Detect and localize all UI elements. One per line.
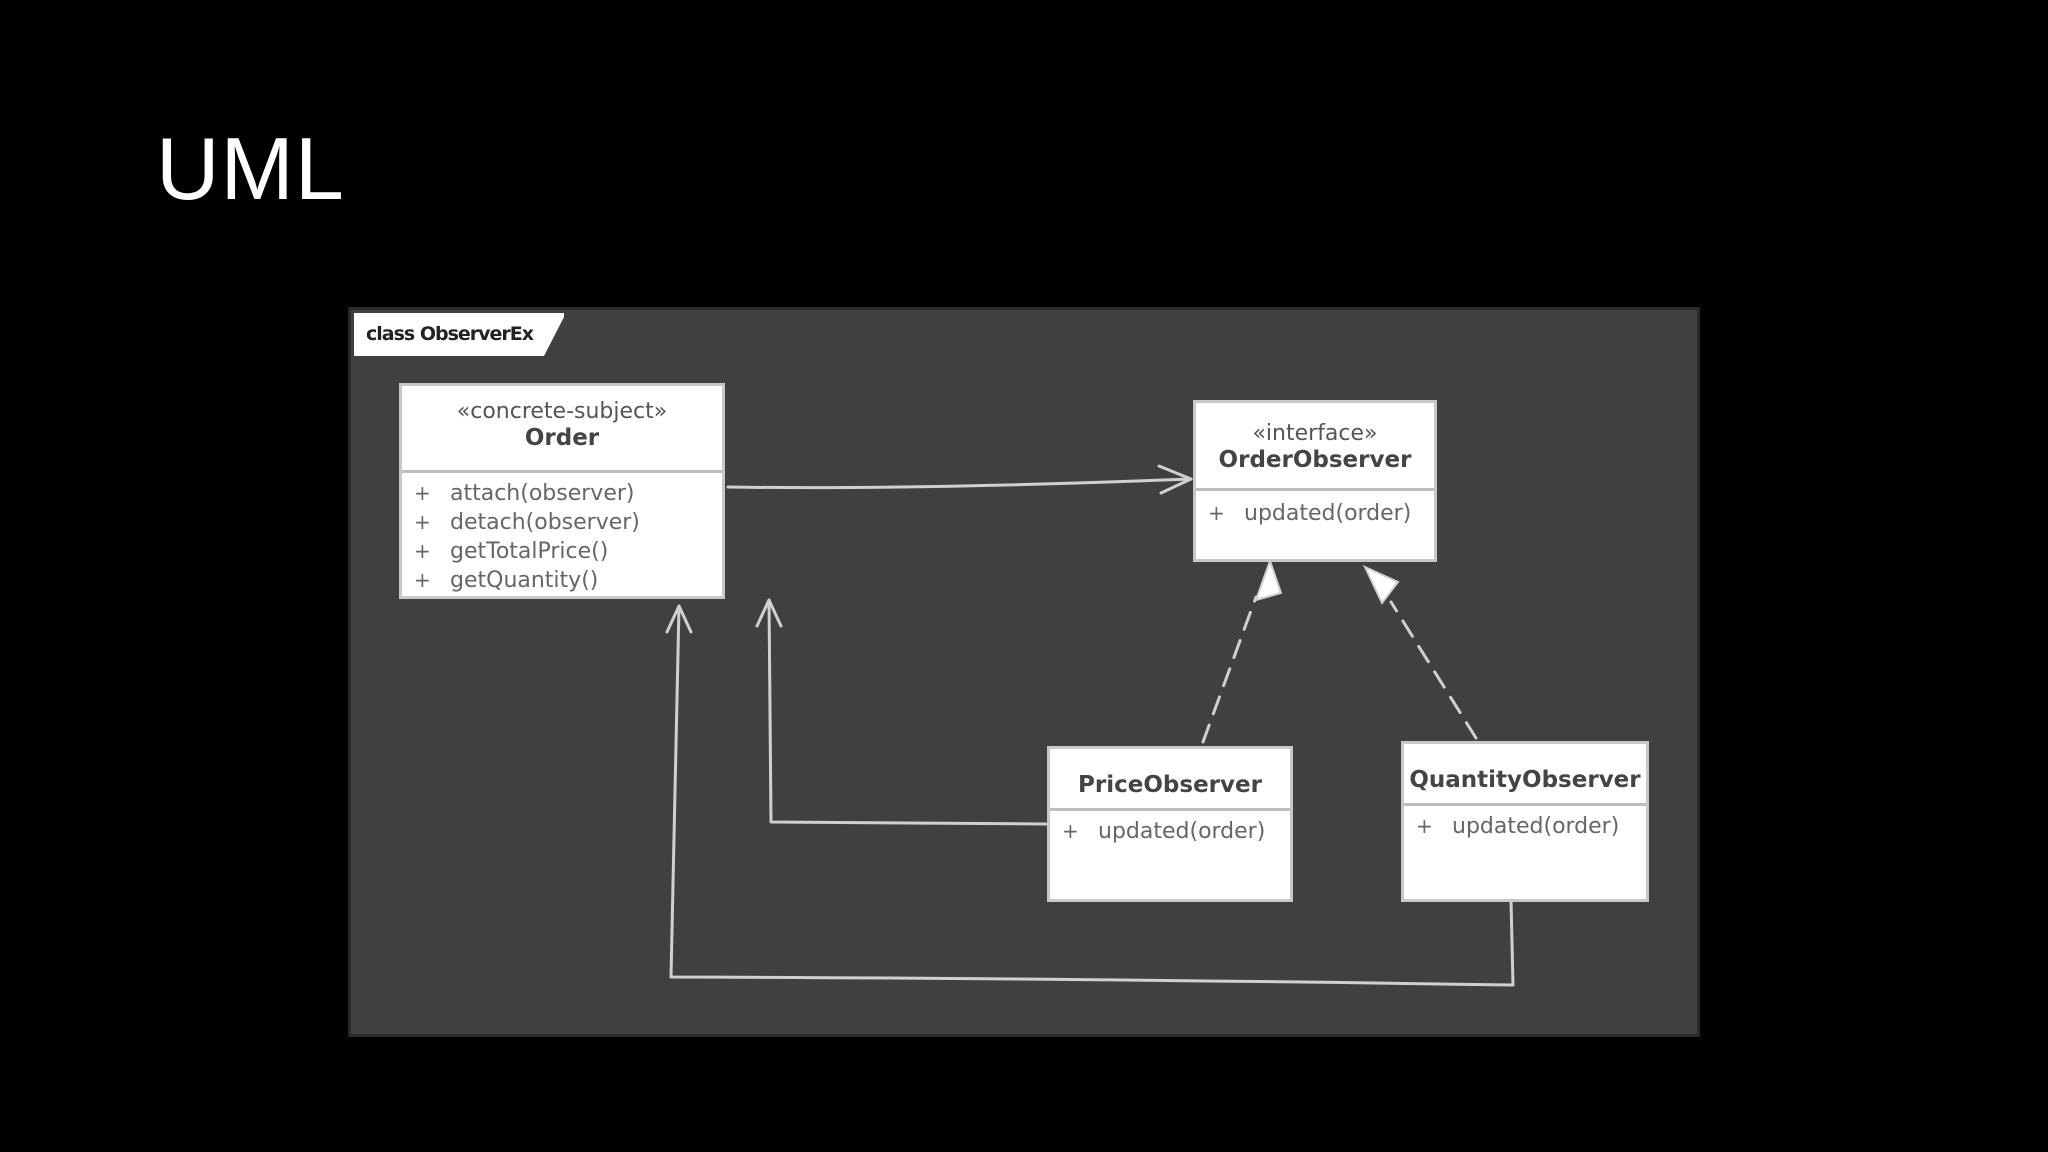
- operation: +detach(observer): [414, 510, 640, 535]
- class-orderobserver-stereotype: «interface»: [1252, 421, 1378, 446]
- class-orderobserver[interactable]: «interface» OrderObserver +updated(order…: [1193, 400, 1437, 562]
- arrowhead-orderobserver: [1157, 464, 1193, 495]
- association-quantityobserver-to-order: [669, 604, 1515, 987]
- realization-priceobserver-to-orderobserver: [1201, 595, 1258, 744]
- class-priceobserver[interactable]: PriceObserver +updated(order): [1047, 746, 1293, 902]
- class-order-name: Order: [524, 425, 600, 451]
- operation: +getTotalPrice(): [414, 539, 609, 564]
- association-priceobserver-to-order: [767, 598, 1048, 826]
- class-quantityobserver[interactable]: QuantityObserver +updated(order): [1401, 741, 1649, 902]
- operation: +updated(order): [1416, 814, 1620, 839]
- realization-quantityobserver-to-orderobserver: [1389, 600, 1478, 740]
- class-order-stereotype: «concrete-subject»: [456, 399, 668, 424]
- frame-tab-shape: [354, 313, 564, 356]
- realization-triangle-quantity: [1362, 564, 1400, 605]
- operation: +attach(observer): [414, 481, 635, 506]
- class-orderobserver-name: OrderObserver: [1218, 447, 1412, 473]
- class-priceobserver-name: PriceObserver: [1078, 772, 1262, 798]
- uml-class-diagram: class ObserverEx «concrete-subject» Orde…: [348, 307, 1700, 1037]
- class-quantityobserver-operations: +updated(order): [1404, 806, 1646, 843]
- operation: +updated(order): [1062, 819, 1266, 844]
- operation: +getQuantity(): [414, 568, 599, 593]
- connector-layer: [665, 464, 1515, 987]
- arrowhead-order-left: [665, 604, 693, 634]
- class-order[interactable]: «concrete-subject» Order +attach(observe…: [399, 383, 725, 599]
- diagram-frame-tab: class ObserverEx: [354, 313, 564, 356]
- class-order-header: «concrete-subject» Order: [402, 386, 722, 473]
- realization-triangle-price: [1254, 557, 1283, 602]
- class-priceobserver-header: PriceObserver: [1050, 749, 1290, 811]
- class-quantityobserver-name: QuantityObserver: [1409, 767, 1641, 793]
- class-order-operations: +attach(observer) +detach(observer) +get…: [402, 473, 722, 597]
- arrowhead-order-right: [755, 598, 783, 628]
- class-orderobserver-operations: +updated(order): [1196, 491, 1434, 530]
- class-quantityobserver-header: QuantityObserver: [1404, 744, 1646, 806]
- class-orderobserver-header: «interface» OrderObserver: [1196, 403, 1434, 491]
- operation: +updated(order): [1208, 501, 1412, 526]
- class-priceobserver-operations: +updated(order): [1050, 811, 1290, 848]
- slide-title: UML: [156, 119, 345, 218]
- association-order-to-orderobserver: [726, 477, 1193, 490]
- diagram-frame-label: class ObserverEx: [366, 323, 534, 345]
